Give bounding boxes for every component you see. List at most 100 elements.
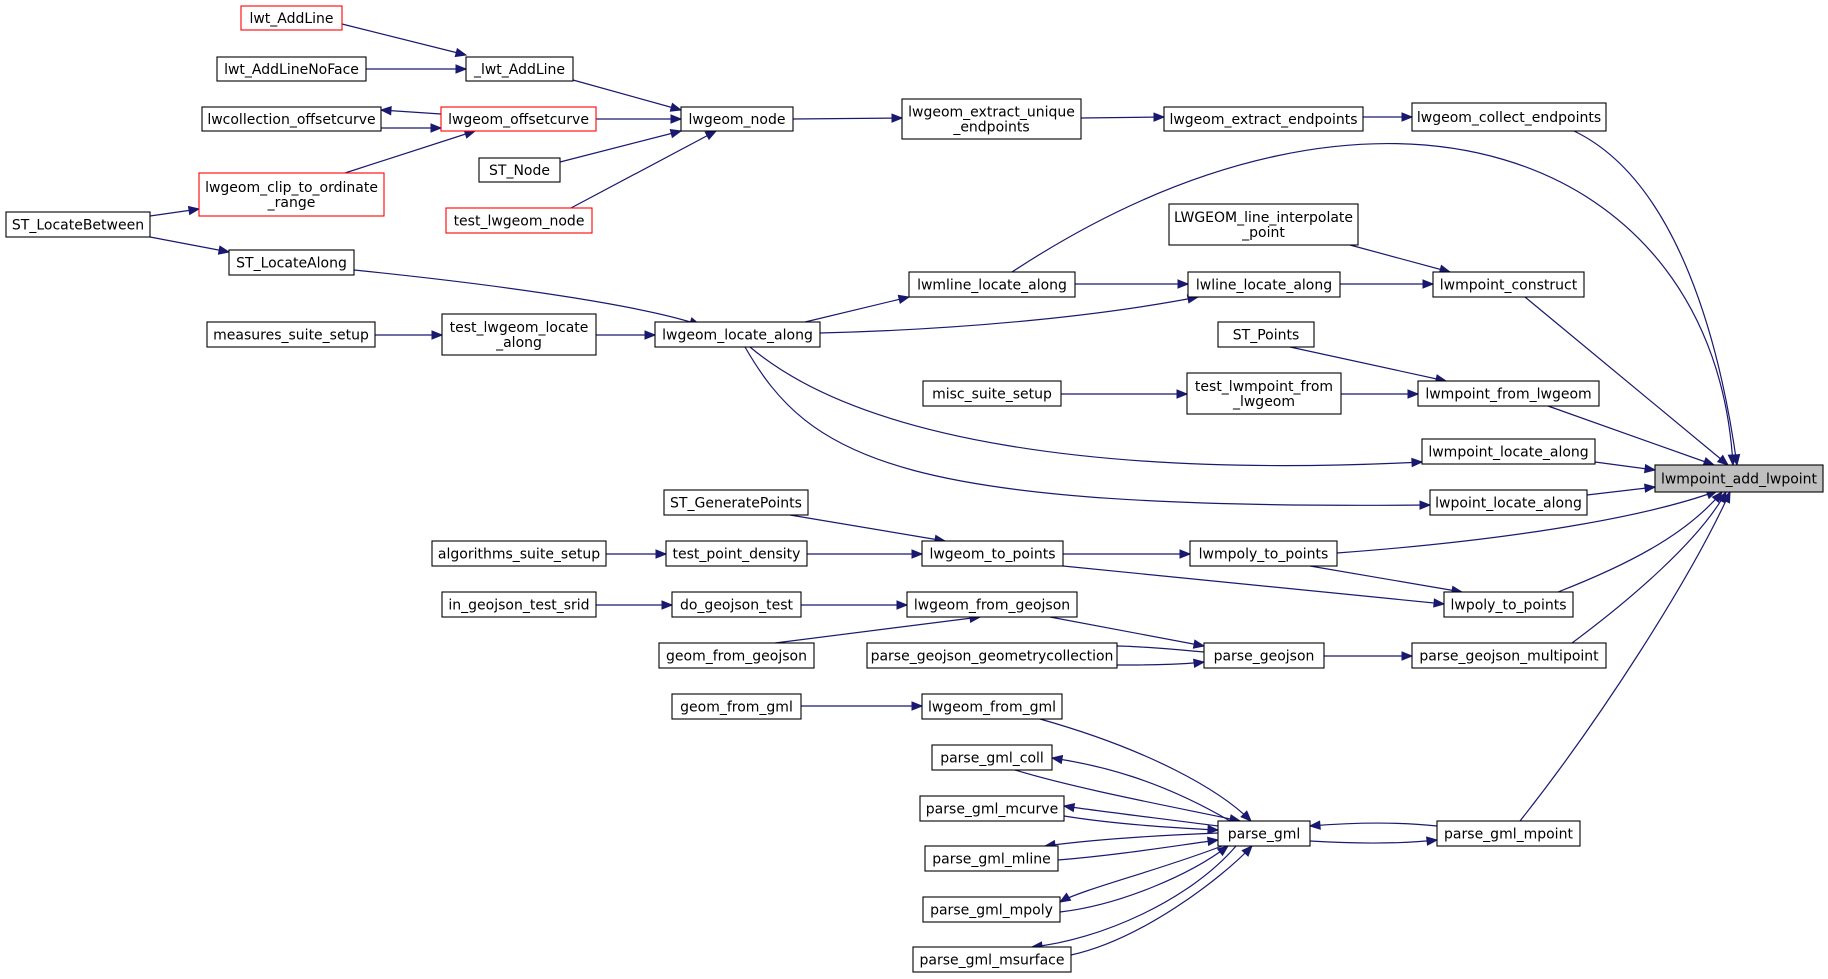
node-st-locatealong[interactable]: ST_LocateAlong [228, 249, 355, 276]
node-lwline-locate-along[interactable]: lwline_locate_along [1187, 271, 1341, 298]
node-st-generatepoints[interactable]: ST_GeneratePoints [663, 489, 809, 516]
node-box[interactable] [478, 157, 561, 183]
node-test-point-density[interactable]: test_point_density [665, 540, 808, 567]
node-lwgeom-from-gml[interactable]: lwgeom_from_gml [921, 693, 1063, 720]
node-box[interactable] [216, 56, 367, 82]
node-box[interactable] [1217, 321, 1315, 348]
node-box[interactable] [658, 642, 815, 669]
node-box[interactable] [922, 380, 1062, 407]
node-box[interactable] [931, 744, 1053, 771]
node-box[interactable] [1443, 591, 1574, 618]
node-lwmpoint-locate-along[interactable]: lwmpoint_locate_along [1421, 438, 1596, 465]
node-box[interactable] [671, 693, 802, 720]
node-box[interactable] [1203, 642, 1325, 669]
node-box[interactable] [906, 591, 1078, 618]
node-lwcollection-offsetcurve[interactable]: lwcollection_offsetcurve [201, 106, 382, 132]
node-box[interactable] [198, 172, 385, 217]
node-box[interactable] [921, 540, 1064, 567]
node-box[interactable] [663, 489, 809, 516]
node-box[interactable] [1186, 372, 1342, 415]
node-parse-gml-mcurve[interactable]: parse_gml_mcurve [919, 795, 1065, 822]
node-lwgeom-extract-endpoints[interactable]: lwgeom_extract_endpoints [1163, 106, 1364, 132]
node-box[interactable] [908, 271, 1076, 298]
node-lwmpoint-from-lwgeom[interactable]: lwmpoint_from_lwgeom [1417, 380, 1600, 407]
node-lwmpoint-construct[interactable]: lwmpoint_construct [1432, 271, 1585, 298]
node-lwmline-locate-along[interactable]: lwmline_locate_along [908, 271, 1076, 298]
node-box[interactable] [671, 591, 802, 618]
node-box[interactable] [240, 5, 343, 31]
node-lwgeom-collect-endpoints[interactable]: lwgeom_collect_endpoints [1411, 102, 1607, 132]
node-box[interactable] [1654, 464, 1824, 493]
node-parse-geojson-multipoint[interactable]: parse_geojson_multipoint [1411, 642, 1607, 669]
node-lwgeom-extract-unique-endpoints[interactable]: lwgeom_extract_unique_endpoints [901, 98, 1082, 140]
node-lwmpoly-to-points[interactable]: lwmpoly_to_points [1189, 540, 1338, 567]
node-box[interactable] [206, 321, 376, 348]
node-box[interactable] [680, 106, 794, 132]
node-box[interactable] [1163, 106, 1364, 132]
node-lwgeom-from-geojson[interactable]: lwgeom_from_geojson [906, 591, 1078, 618]
node-lwpoint-locate-along[interactable]: lwpoint_locate_along [1429, 489, 1588, 516]
node-lwgeom-to-points[interactable]: lwgeom_to_points [921, 540, 1064, 567]
node-measures-suite-setup[interactable]: measures_suite_setup [206, 321, 376, 348]
node-lwmpoint-add-lwpoint[interactable]: lwmpoint_add_lwpoint [1654, 464, 1824, 493]
node-box[interactable] [1187, 271, 1341, 298]
node-box[interactable] [1411, 642, 1607, 669]
node-box[interactable] [441, 591, 597, 618]
node-parse-geojson[interactable]: parse_geojson [1203, 642, 1325, 669]
node-box[interactable] [1217, 820, 1311, 847]
node-test-lwmpoint-from-lwgeom[interactable]: test_lwmpoint_from_lwgeom [1186, 372, 1342, 415]
node-st-points[interactable]: ST_Points [1217, 321, 1315, 348]
node-parse-gml-mpoint[interactable]: parse_gml_mpoint [1436, 820, 1581, 847]
node-box[interactable] [1429, 489, 1588, 516]
node-box[interactable] [5, 211, 151, 238]
node-lwpoly-to-points[interactable]: lwpoly_to_points [1443, 591, 1574, 618]
node-box[interactable] [919, 795, 1065, 822]
node-box[interactable] [441, 313, 597, 356]
node-box[interactable] [440, 106, 597, 132]
node-parse-gml[interactable]: parse_gml [1217, 820, 1311, 847]
node-box[interactable] [1432, 271, 1585, 298]
node-algorithms-suite-setup[interactable]: algorithms_suite_setup [431, 540, 607, 567]
node-misc-suite-setup[interactable]: misc_suite_setup [922, 380, 1062, 407]
node-box[interactable] [901, 98, 1082, 140]
node-box[interactable] [1421, 438, 1596, 465]
node-box[interactable] [1168, 203, 1359, 246]
node-parse-gml-coll[interactable]: parse_gml_coll [931, 744, 1053, 771]
node-box[interactable] [465, 56, 574, 82]
node-geom-from-gml[interactable]: geom_from_gml [671, 693, 802, 720]
node-box[interactable] [654, 321, 821, 348]
node-test-lwgeom-node[interactable]: test_lwgeom_node [445, 207, 593, 234]
node-geom-from-geojson[interactable]: geom_from_geojson [658, 642, 815, 669]
node-box[interactable] [445, 207, 593, 234]
node-parse-geojson-geometrycollection[interactable]: parse_geojson_geometrycollection [866, 642, 1118, 669]
node-box[interactable] [921, 693, 1063, 720]
node-lwgeom-offsetcurve[interactable]: lwgeom_offsetcurve [440, 106, 597, 132]
node-box[interactable] [912, 946, 1072, 973]
node-box[interactable] [1411, 102, 1607, 132]
node-do-geojson-test[interactable]: do_geojson_test [671, 591, 802, 618]
node-in-geojson-test-srid[interactable]: in_geojson_test_srid [441, 591, 597, 618]
node-st-node[interactable]: ST_Node [478, 157, 561, 183]
node-test-lwgeom-locate-along[interactable]: test_lwgeom_locate_along [441, 313, 597, 356]
node-box[interactable] [228, 249, 355, 276]
node-parse-gml-msurface[interactable]: parse_gml_msurface [912, 946, 1072, 973]
node-parse-gml-mline[interactable]: parse_gml_mline [924, 845, 1059, 872]
node-box[interactable] [1436, 820, 1581, 847]
node-lwgeom-clip-to-ordinate-range[interactable]: lwgeom_clip_to_ordinate_range [198, 172, 385, 217]
node-box[interactable] [665, 540, 808, 567]
node-parse-gml-mpoly[interactable]: parse_gml_mpoly [922, 896, 1061, 923]
node-st-locatebetween[interactable]: ST_LocateBetween [5, 211, 151, 238]
node-lwgeom-node[interactable]: lwgeom_node [680, 106, 794, 132]
node-box[interactable] [924, 845, 1059, 872]
node-lwt-addlinenoface[interactable]: lwt_AddLineNoFace [216, 56, 367, 82]
node-box[interactable] [1417, 380, 1600, 407]
node--lwt-addline[interactable]: _lwt_AddLine [465, 56, 574, 82]
node-box[interactable] [922, 896, 1061, 923]
node-box[interactable] [866, 642, 1118, 669]
node-box[interactable] [1189, 540, 1338, 567]
node-box[interactable] [201, 106, 382, 132]
node-box[interactable] [431, 540, 607, 567]
node-lwt-addline[interactable]: lwt_AddLine [240, 5, 343, 31]
node-lwgeom-line-interpolate-point[interactable]: LWGEOM_line_interpolate_point [1168, 203, 1359, 246]
node-lwgeom-locate-along[interactable]: lwgeom_locate_along [654, 321, 821, 348]
